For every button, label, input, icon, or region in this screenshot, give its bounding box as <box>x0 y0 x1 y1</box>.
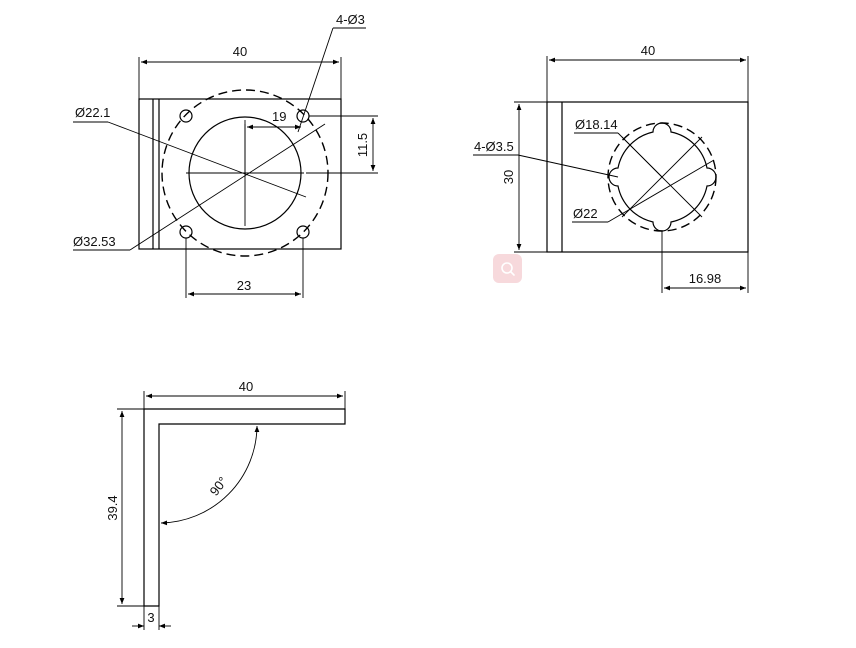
front-bolt-circle-label: Ø32.53 <box>73 234 116 249</box>
side-slot-leader <box>517 154 619 178</box>
angle-width-label: 40 <box>239 379 253 394</box>
front-bore-label: Ø22.1 <box>75 105 110 120</box>
side-view: 40 30 Ø18.14 4-Ø3.5 Ø22 16.98 <box>473 43 749 293</box>
front-hole-spacing-label: 23 <box>237 278 251 293</box>
front-hole-leader <box>297 27 334 133</box>
side-slot-label: 4-Ø3.5 <box>474 139 514 154</box>
side-outer-dia-label: Ø22 <box>573 206 598 221</box>
front-bolt-circle-leader <box>129 123 326 251</box>
side-lobed-opening <box>608 122 717 232</box>
angle-profile <box>143 408 346 607</box>
side-offset-label: 16.98 <box>689 271 722 286</box>
magnifier-icon <box>500 261 515 276</box>
front-hole-tl <box>179 109 193 123</box>
front-hole-callout: 4-Ø3 <box>336 12 365 27</box>
front-hole-bl <box>179 225 193 239</box>
front-bore-leader <box>107 121 307 198</box>
side-width-label: 40 <box>641 43 655 58</box>
side-height-label: 30 <box>501 170 516 184</box>
angle-view: 40 39.4 90° 3 <box>105 379 346 630</box>
side-outer-dia-leader <box>607 159 715 223</box>
front-width-label: 40 <box>233 44 247 59</box>
angle-height-label: 39.4 <box>105 495 120 520</box>
side-plate-outline <box>546 101 749 253</box>
side-inner-dia-leader <box>617 132 663 178</box>
front-hole-br <box>296 225 310 239</box>
angle-arc <box>160 425 260 526</box>
side-inner-dia-label: Ø18.14 <box>575 117 618 132</box>
front-plate-outline <box>138 98 342 250</box>
front-pitch-y-label: 11.5 <box>355 133 370 157</box>
angle-arc-label: 90° <box>206 474 230 499</box>
front-pitch-x-label: 19 <box>272 109 286 124</box>
front-view: 40 4-Ø3 Ø22.1 Ø32.53 19 11.5 23 <box>73 12 378 298</box>
angle-thickness-label: 3 <box>147 610 154 625</box>
zoom-button[interactable] <box>493 254 522 283</box>
